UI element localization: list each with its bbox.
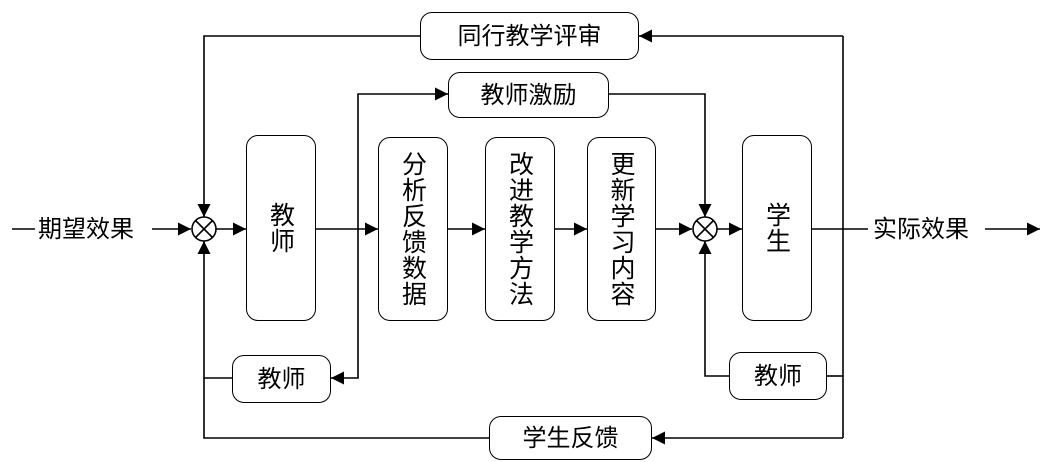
teacher-incentive-label: 教师激励 xyxy=(480,81,577,109)
peer-review-box: 同行教学评审 xyxy=(420,12,639,60)
input-label: 期望效果 xyxy=(38,215,134,243)
improve-methods-label: 改进教学方法 xyxy=(505,151,535,307)
peer-review-to-sum1-arrow xyxy=(197,35,420,217)
student-feedback-to-sum1-arrow xyxy=(197,241,489,439)
improve-methods-box: 改进教学方法 xyxy=(485,137,555,321)
student-feedback-box: 学生反馈 xyxy=(489,416,652,460)
teacher-right-label: 教师 xyxy=(754,362,802,390)
teacher-incentive-box: 教师激励 xyxy=(448,72,609,118)
teacher-box: 教师 xyxy=(246,135,316,321)
incentive-to-sum2-arrow xyxy=(609,93,712,217)
peer-review-label: 同行教学评审 xyxy=(457,22,602,50)
summing-junction-2 xyxy=(692,216,718,242)
analyze-feedback-label: 分析反馈数据 xyxy=(398,151,428,307)
teacher-right-box: 教师 xyxy=(729,352,827,400)
summing-junction-1 xyxy=(191,216,217,242)
teacher-right-to-sum2-arrow xyxy=(698,241,729,377)
student-feedback-label: 学生反馈 xyxy=(522,424,619,452)
update-content-box: 更新学习内容 xyxy=(587,137,656,321)
output-label: 实际效果 xyxy=(873,215,969,243)
split-to-teacher-left-arrow xyxy=(331,229,359,385)
teacher-left-box: 教师 xyxy=(232,355,331,403)
student-label: 学生 xyxy=(762,202,792,254)
update-content-label: 更新学习内容 xyxy=(607,151,636,307)
analyze-feedback-box: 分析反馈数据 xyxy=(378,137,448,321)
student-box: 学生 xyxy=(742,135,812,321)
split-to-incentive-arrow xyxy=(357,87,448,229)
teacher-label: 教师 xyxy=(266,202,296,254)
teacher-left-label: 教师 xyxy=(257,365,306,393)
